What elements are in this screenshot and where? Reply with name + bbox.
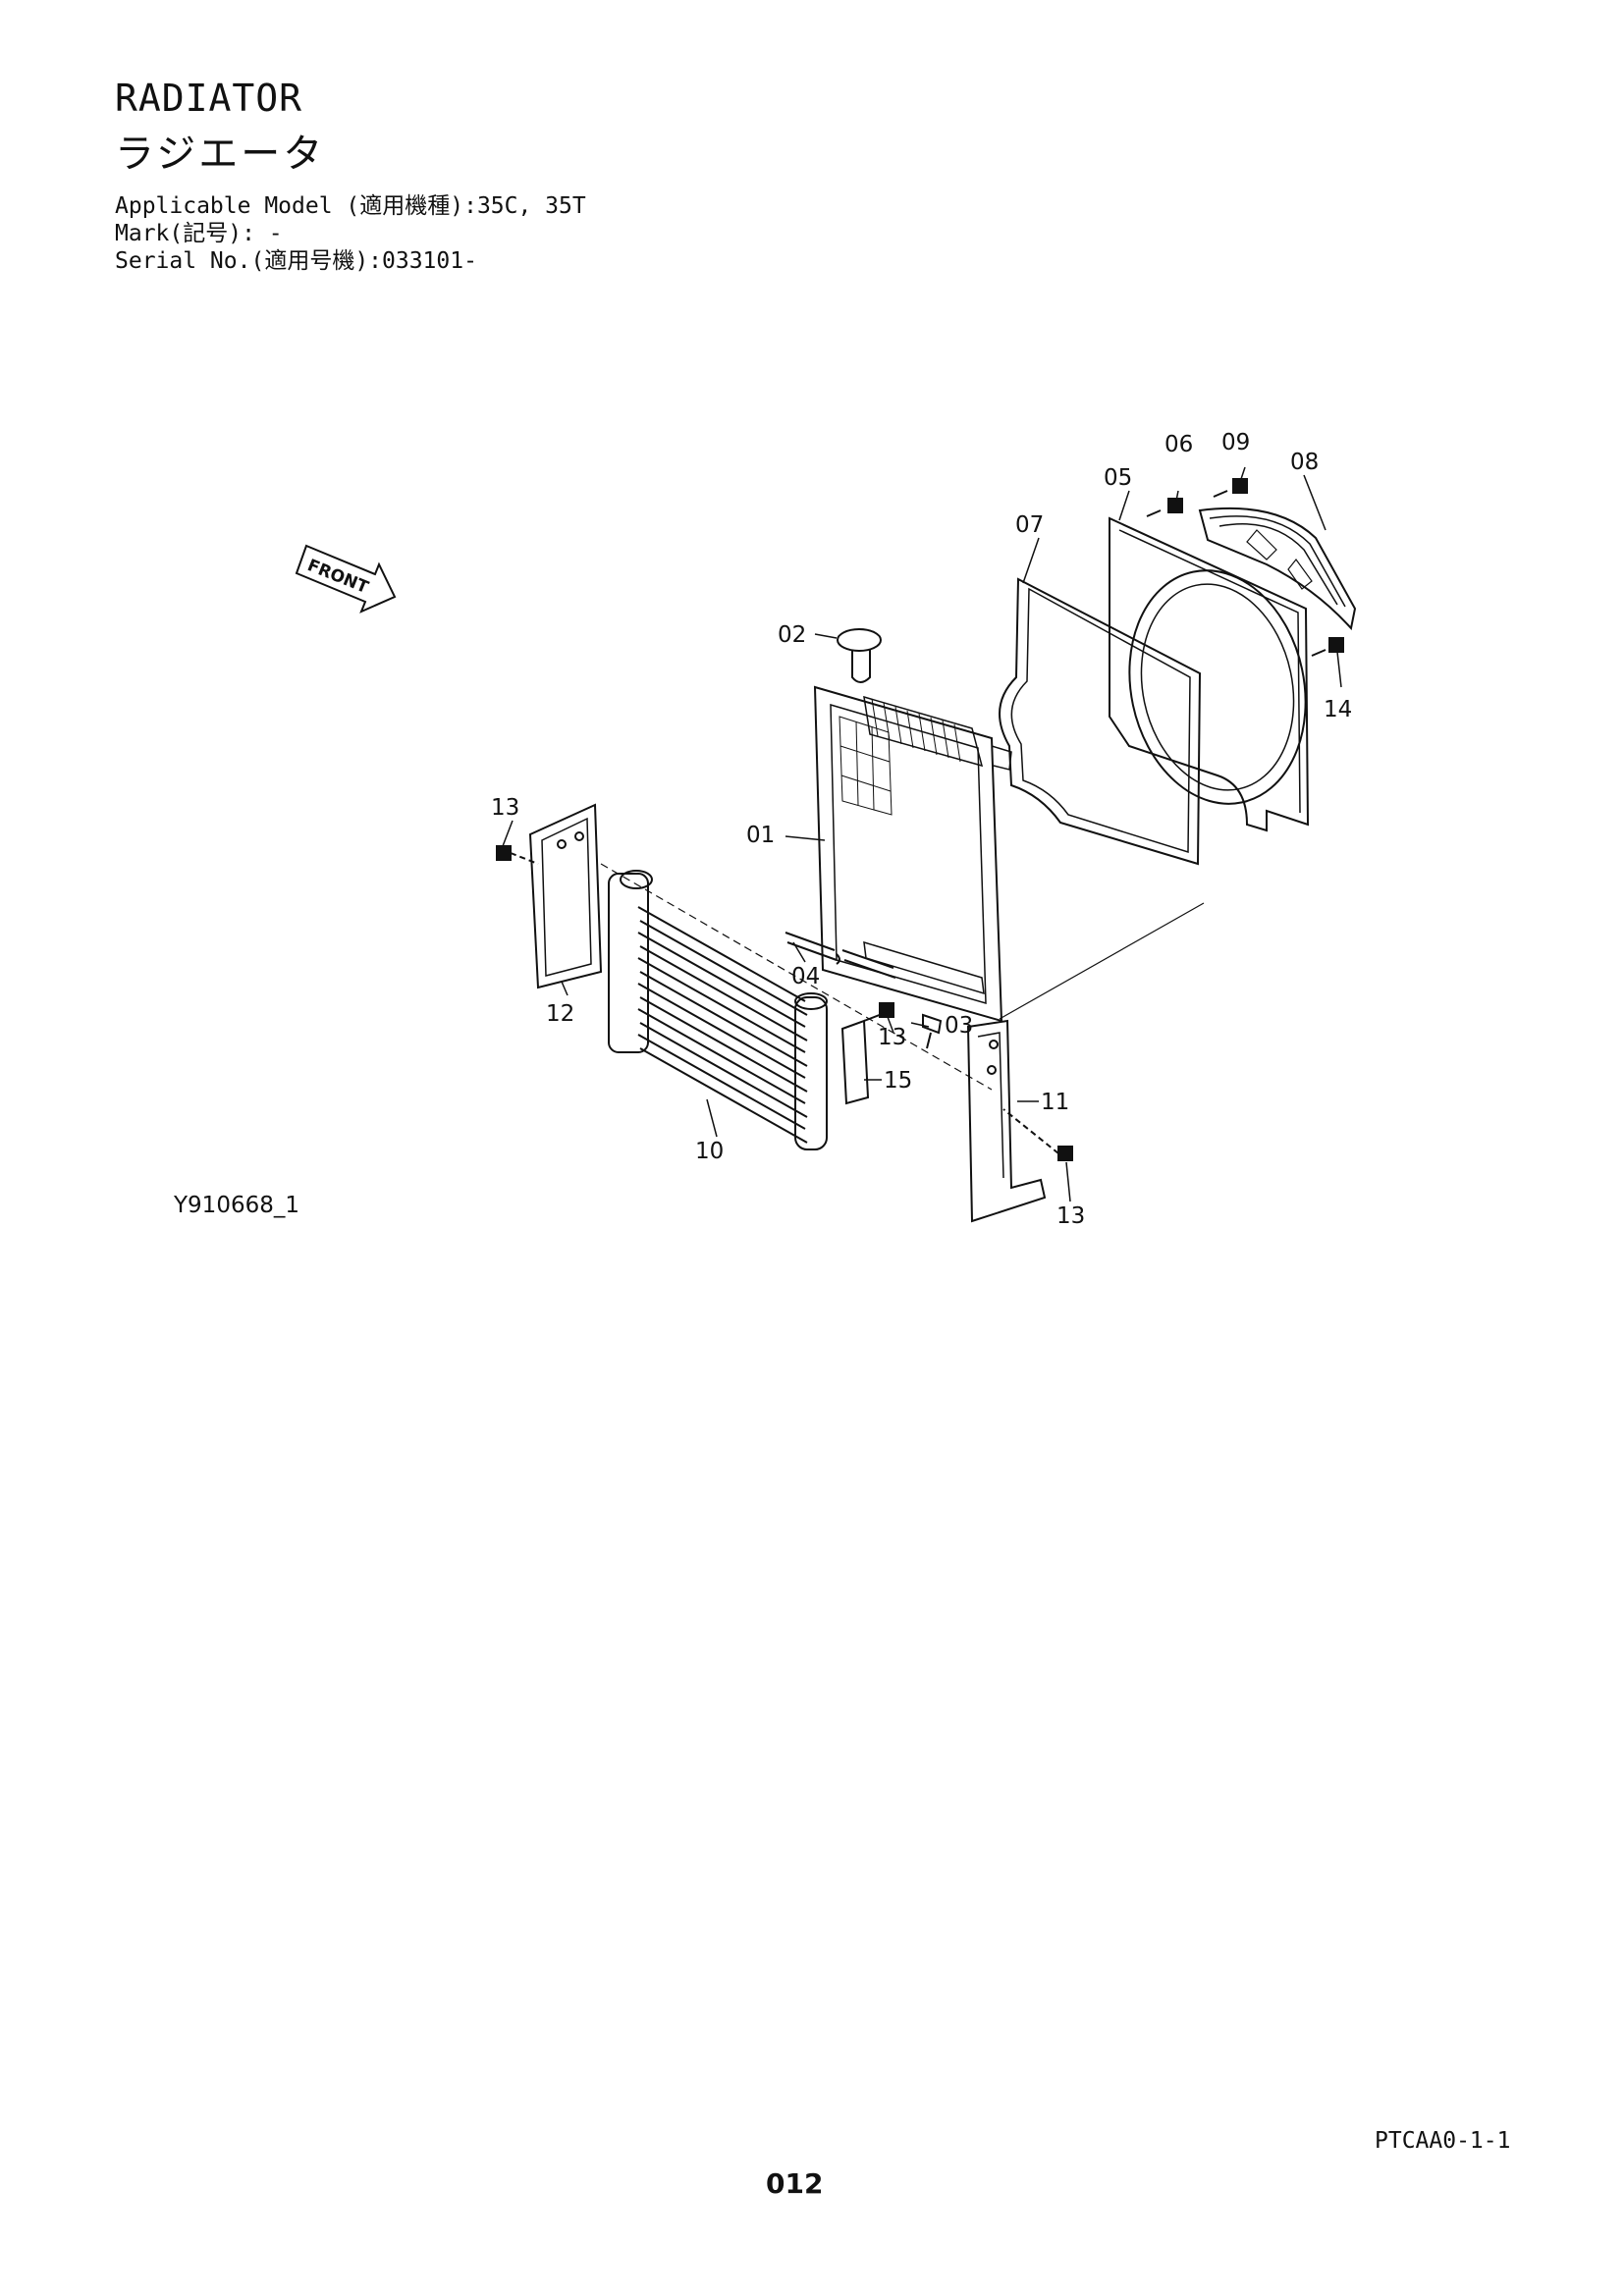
- mark: Mark(記号): -: [115, 221, 283, 246]
- label-07: 07: [1015, 512, 1044, 538]
- label-13-left: 13: [491, 795, 519, 821]
- bolt-13-left-icon: [496, 845, 539, 865]
- part-11-bracket-right: [966, 1019, 1047, 1223]
- figure-id: Y910668_1: [174, 1193, 299, 1218]
- part-01-radiator: [813, 685, 1012, 1023]
- part-02-radiator-cap: [837, 628, 882, 683]
- part-10-oil-cooler: [608, 870, 828, 1150]
- part-05-fan-shroud: [1109, 516, 1310, 832]
- front-arrow-icon: FRONT: [295, 544, 397, 614]
- part-12-bracket-left: [528, 803, 603, 989]
- bolt-14-icon: [1311, 637, 1344, 657]
- label-05: 05: [1104, 465, 1132, 491]
- leader-lines: [502, 466, 1342, 1202]
- page-number: 012: [766, 2167, 824, 2200]
- label-06: 06: [1164, 432, 1193, 457]
- part-08-fan-guard: [1198, 507, 1357, 631]
- label-14: 14: [1324, 697, 1352, 722]
- serial-number: Serial No.(適用号機):033101-: [115, 248, 477, 274]
- part-15-bracket: [840, 1019, 870, 1105]
- label-10: 10: [695, 1139, 724, 1164]
- label-13-middle: 13: [878, 1025, 906, 1050]
- part-07-gasket: [999, 577, 1202, 866]
- applicable-model: Applicable Model (適用機種):35C, 35T: [115, 193, 586, 219]
- label-04: 04: [791, 964, 820, 989]
- alignment-line: [999, 902, 1205, 1020]
- alignment-line: [600, 863, 993, 1091]
- bolt-09-icon: [1213, 478, 1248, 498]
- label-13-right: 13: [1056, 1203, 1085, 1229]
- label-11: 11: [1041, 1090, 1069, 1115]
- label-09: 09: [1221, 430, 1250, 455]
- bolt-13-middle-icon: [863, 1002, 894, 1022]
- label-12: 12: [546, 1001, 574, 1027]
- page-code: PTCAA0-1-1: [1375, 2128, 1511, 2154]
- label-01: 01: [746, 823, 775, 848]
- page-title-en: RADIATOR: [115, 77, 303, 120]
- bolt-06-icon: [1146, 498, 1183, 517]
- label-08: 08: [1290, 450, 1319, 475]
- part-03-drain-cock-icon: [922, 1013, 943, 1049]
- label-15: 15: [884, 1068, 912, 1094]
- label-03: 03: [945, 1013, 973, 1039]
- bolt-13-right-icon: [1002, 1108, 1073, 1161]
- label-02: 02: [778, 622, 806, 648]
- page-title-jp: ラジエータ: [115, 132, 326, 177]
